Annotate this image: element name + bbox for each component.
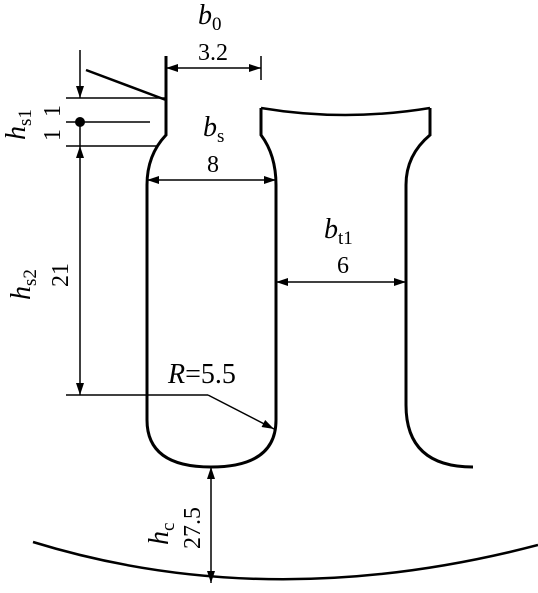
radius-callout: R=5.5 (66, 359, 275, 430)
hs1-label: hs1 (1, 109, 36, 140)
hs1-dimension: hs1 1 1 (1, 50, 166, 147)
bs-dimension: bs 8 (147, 112, 276, 184)
bs-value: 8 (207, 152, 219, 178)
hs1-value-a: 1 (40, 105, 66, 117)
bt1-dimension: bt1 6 (276, 214, 406, 286)
hc-value: 27.5 (180, 507, 206, 549)
hc-label: hc (144, 523, 179, 545)
bt1-label: bt1 (324, 214, 353, 249)
b0-dimension: b0 3.2 (165, 0, 262, 80)
yoke-arc (32, 540, 538, 581)
b0-label: b0 (198, 0, 222, 35)
hs2-dimension: hs2 21 (6, 146, 84, 395)
hs2-value: 21 (48, 263, 74, 287)
b0-value: 3.2 (198, 40, 228, 66)
bore-arc (260, 106, 431, 117)
adjacent-slot-outline (404, 108, 474, 469)
slot-opening-slant (85, 68, 167, 102)
bs-label: bs (203, 112, 224, 147)
hc-dimension: hc 27.5 (144, 467, 215, 583)
hs2-label: hs2 (6, 269, 41, 300)
bt1-value: 6 (337, 253, 349, 279)
hs1-value-b: 1 (40, 129, 66, 141)
radius-label: R=5.5 (167, 359, 236, 390)
